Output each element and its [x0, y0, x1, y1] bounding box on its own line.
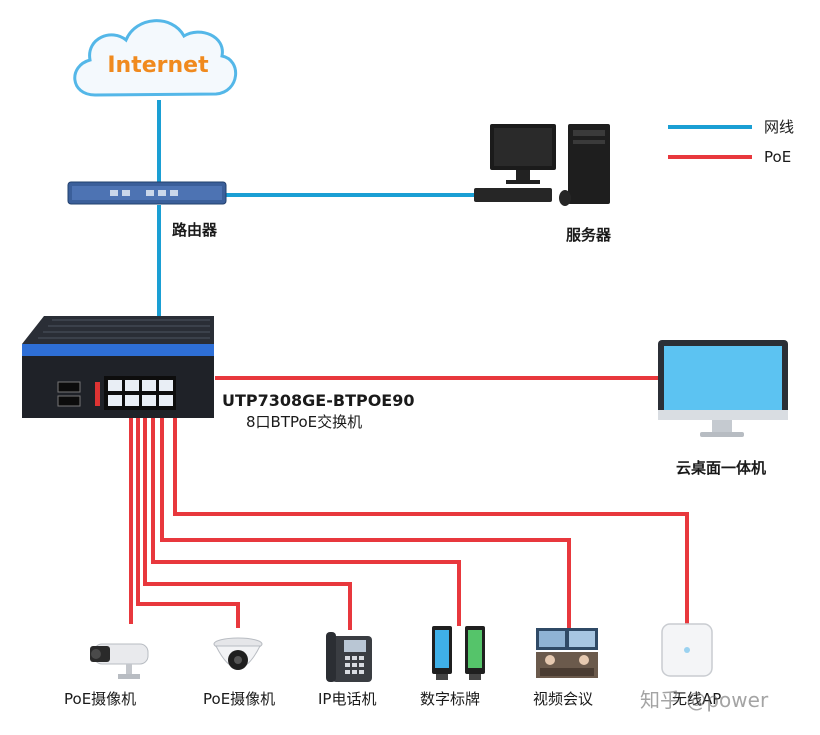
- sfp-port-1: [57, 381, 81, 393]
- bullet-camera-icon[interactable]: [90, 643, 149, 679]
- poe-link-camera-2: [136, 416, 240, 628]
- rj45-ports: [108, 380, 173, 406]
- cloud-icon: [73, 19, 238, 97]
- router-label: 路由器: [172, 221, 218, 239]
- internet-cloud: Internet: [73, 19, 238, 97]
- digital-signage-icon[interactable]: [432, 626, 485, 680]
- video-conference-icon[interactable]: [536, 628, 598, 678]
- poe-link-ap: [173, 416, 689, 624]
- ip-phone-icon[interactable]: [326, 632, 372, 682]
- switch-description: 8口BTPoE交换机: [246, 413, 363, 431]
- switch-blue-band: [22, 344, 214, 356]
- poe-link-phone: [143, 416, 352, 630]
- device-label-ap: 无线AP: [672, 690, 722, 708]
- dome-camera-icon[interactable]: [213, 637, 263, 670]
- poe-link-conference: [160, 416, 571, 628]
- poe-switch[interactable]: [22, 316, 214, 418]
- router[interactable]: [67, 181, 227, 205]
- wireless-ap-icon[interactable]: [661, 623, 713, 677]
- legend-network-label: 网线: [764, 118, 795, 136]
- switch-model: UTP7308GE-BTPOE90: [222, 391, 415, 410]
- legend: [668, 125, 752, 159]
- poe-links: [129, 376, 689, 630]
- server[interactable]: [474, 124, 610, 206]
- server-keyboard: [474, 188, 552, 202]
- power-indicator: [95, 382, 100, 406]
- device-label-camera-1: PoE摄像机: [64, 690, 137, 708]
- device-label-camera-2: PoE摄像机: [203, 690, 276, 708]
- network-links: [157, 100, 480, 318]
- device-label-conference: 视频会议: [533, 690, 594, 708]
- sfp-port-2: [57, 395, 81, 407]
- desktop-stand: [712, 420, 732, 432]
- watermark: 知乎 @power: [640, 688, 769, 712]
- server-label: 服务器: [566, 226, 612, 244]
- server-mouse: [559, 190, 571, 206]
- cloud-label: Internet: [107, 53, 209, 78]
- cloud-desktop[interactable]: [658, 340, 788, 437]
- poe-link-signage: [151, 416, 461, 626]
- legend-poe-label: PoE: [764, 148, 792, 166]
- desktop-label: 云桌面一体机: [676, 459, 767, 477]
- device-label-phone: IP电话机: [318, 690, 377, 708]
- desktop-chin: [658, 410, 788, 420]
- device-label-signage: 数字标牌: [420, 690, 481, 708]
